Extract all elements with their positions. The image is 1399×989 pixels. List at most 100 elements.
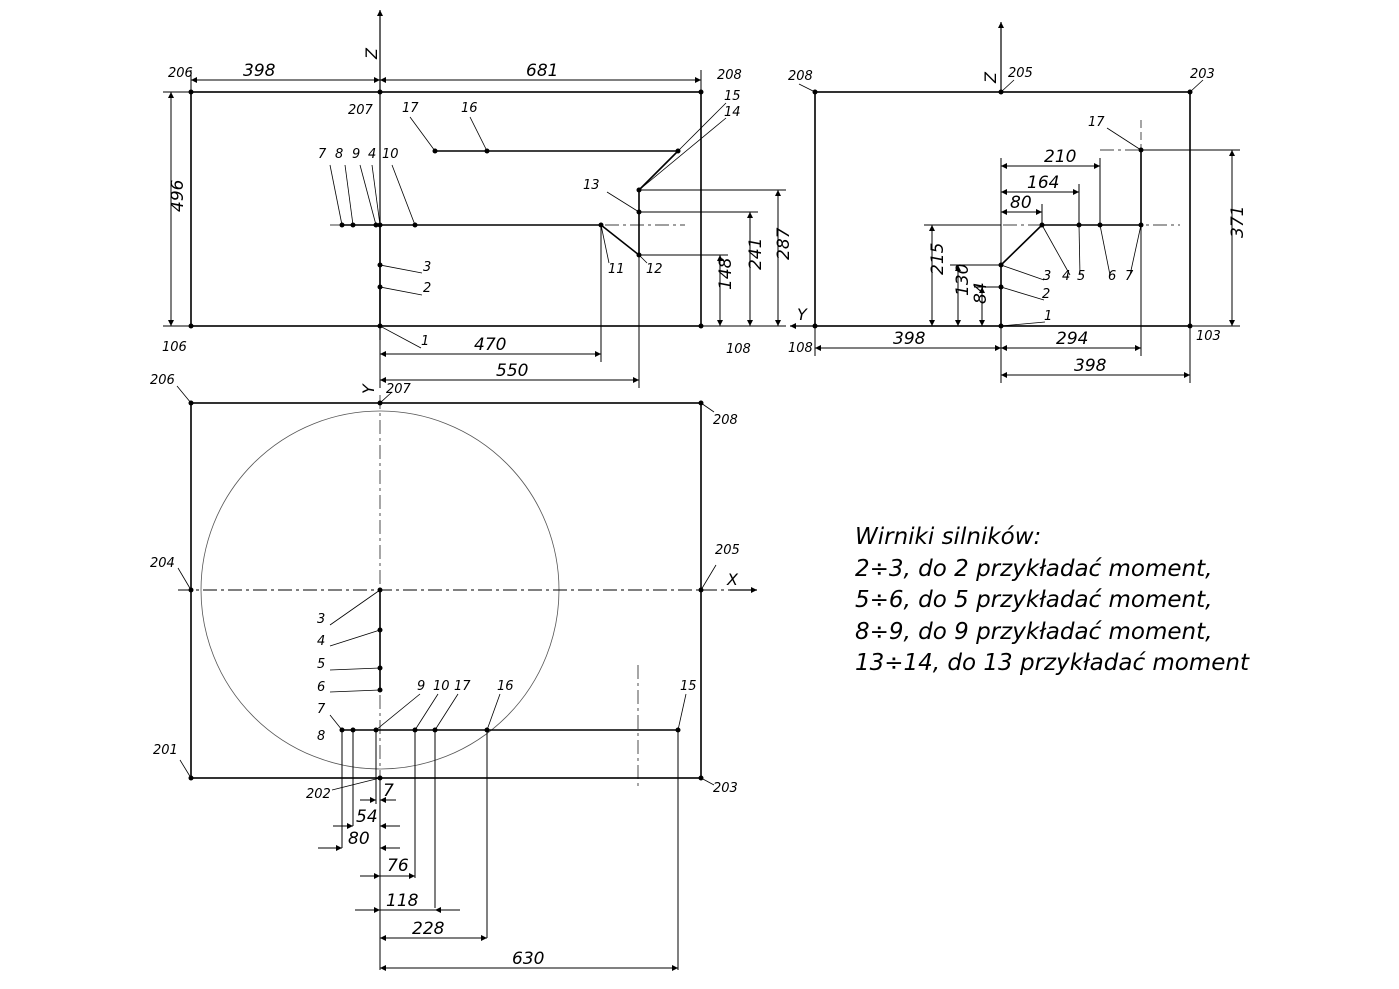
top-y-label: Y xyxy=(359,383,378,394)
side-dim-84: 84 xyxy=(971,282,991,304)
side-pt-208: 208 xyxy=(788,69,813,84)
top-pt-207: 207 xyxy=(386,382,412,397)
side-pt-3: 3 xyxy=(1043,269,1051,284)
side-dim-80: 80 xyxy=(1010,193,1032,213)
top-texts: Y X 7 54 80 76 118 228 630 206 207 208 2… xyxy=(150,373,740,969)
top-dim-630: 630 xyxy=(512,949,544,969)
side-dim-210: 210 xyxy=(1044,147,1076,167)
top-dim-80: 80 xyxy=(348,829,370,849)
front-dim-496: 496 xyxy=(168,179,188,212)
side-pt-5: 5 xyxy=(1077,269,1085,284)
front-pt-1: 1 xyxy=(421,334,429,349)
front-pt-9: 9 xyxy=(352,147,360,162)
note-line-2: 5÷6, do 5 przykładać moment, xyxy=(855,587,1213,613)
front-outline xyxy=(190,91,702,327)
top-dim-7: 7 xyxy=(383,781,394,801)
front-dim-148: 148 xyxy=(716,257,736,290)
front-pt-10: 10 xyxy=(382,147,399,162)
front-leaders xyxy=(329,102,727,349)
top-pt-208: 208 xyxy=(713,413,738,428)
side-pt-1: 1 xyxy=(1044,309,1052,324)
top-pt-16: 16 xyxy=(497,679,514,694)
side-points xyxy=(812,89,1193,329)
side-dim-164: 164 xyxy=(1027,173,1059,193)
front-pt-16: 16 xyxy=(461,101,478,116)
front-dim-470: 470 xyxy=(474,335,506,355)
top-dim-54: 54 xyxy=(356,807,378,827)
side-pt-103: 103 xyxy=(1196,329,1221,344)
front-z-label: Z xyxy=(362,47,381,60)
motor-rotors-note: Wirniki silników: 2÷3, do 2 przykładać m… xyxy=(855,522,1249,680)
top-pt-201: 201 xyxy=(153,743,178,758)
front-dim-550: 550 xyxy=(496,361,528,381)
side-z-label: Z xyxy=(981,71,1000,84)
top-pt-4: 4 xyxy=(317,634,325,649)
side-dim-398a: 398 xyxy=(893,329,926,349)
top-leaders xyxy=(176,385,717,791)
side-dim-398b: 398 xyxy=(1074,356,1107,376)
top-pt-6: 6 xyxy=(317,680,325,695)
front-pt-207: 207 xyxy=(348,103,374,118)
front-pt-7: 7 xyxy=(318,147,327,162)
front-diag-lower xyxy=(600,224,640,256)
front-dim-287: 287 xyxy=(774,227,794,260)
side-y-label: Y xyxy=(797,305,808,324)
front-pt-8: 8 xyxy=(335,147,343,162)
side-dim-215: 215 xyxy=(928,243,948,275)
front-pt-208: 208 xyxy=(717,68,742,83)
top-dim-228: 228 xyxy=(412,919,445,939)
side-dim-371: 371 xyxy=(1228,206,1248,238)
side-outline xyxy=(814,91,1191,327)
front-dim-398: 398 xyxy=(243,61,276,81)
front-pt-15: 15 xyxy=(724,89,741,104)
top-pt-203: 203 xyxy=(713,781,738,796)
front-pt-106: 106 xyxy=(162,340,187,355)
front-diag-upper xyxy=(638,150,679,191)
front-pt-13: 13 xyxy=(583,178,600,193)
front-pt-108: 108 xyxy=(726,342,751,357)
top-pt-10: 10 xyxy=(433,679,450,694)
side-diag xyxy=(1000,224,1043,266)
front-pt-3: 3 xyxy=(423,260,431,275)
side-pt-2: 2 xyxy=(1042,287,1050,302)
front-texts: Z 398 681 496 470 550 148 241 287 206 20… xyxy=(162,47,794,381)
front-pt-4: 4 xyxy=(368,147,376,162)
note-title: Wirniki silników: xyxy=(855,524,1042,550)
front-view xyxy=(190,10,702,340)
front-pt-2: 2 xyxy=(423,281,431,296)
top-view xyxy=(178,395,757,790)
top-pt-202: 202 xyxy=(306,787,331,802)
side-pt-4: 4 xyxy=(1062,269,1070,284)
top-pt-204: 204 xyxy=(150,556,175,571)
top-pt-17: 17 xyxy=(454,679,471,694)
top-dims xyxy=(318,730,679,971)
top-pt-205: 205 xyxy=(715,543,740,558)
top-dim-118: 118 xyxy=(386,891,419,911)
front-dims xyxy=(163,70,786,388)
note-line-3: 8÷9, do 9 przykładać moment, xyxy=(855,618,1213,645)
side-pt-108: 108 xyxy=(788,341,813,356)
top-pt-8: 8 xyxy=(317,729,325,744)
front-pt-11: 11 xyxy=(608,262,625,277)
front-pt-12: 12 xyxy=(646,262,663,277)
top-pt-7: 7 xyxy=(317,702,326,717)
side-pt-17: 17 xyxy=(1088,115,1105,130)
side-pt-205: 205 xyxy=(1008,66,1033,81)
front-pt-17: 17 xyxy=(402,101,419,116)
side-dims xyxy=(814,149,1240,383)
side-pt-6: 6 xyxy=(1108,269,1116,284)
top-pt-9: 9 xyxy=(417,679,425,694)
top-dim-76: 76 xyxy=(387,856,409,876)
top-pt-15: 15 xyxy=(680,679,697,694)
front-points xyxy=(188,89,704,329)
side-leaders xyxy=(798,79,1204,301)
front-pt-14: 14 xyxy=(724,105,741,120)
front-dim-681: 681 xyxy=(526,61,558,81)
side-dim-130: 130 xyxy=(953,264,973,296)
top-pt-206: 206 xyxy=(150,373,175,388)
front-pt-206: 206 xyxy=(168,66,193,81)
side-pt-7: 7 xyxy=(1125,269,1134,284)
front-dim-241: 241 xyxy=(746,238,766,270)
top-pt-3: 3 xyxy=(317,612,325,627)
